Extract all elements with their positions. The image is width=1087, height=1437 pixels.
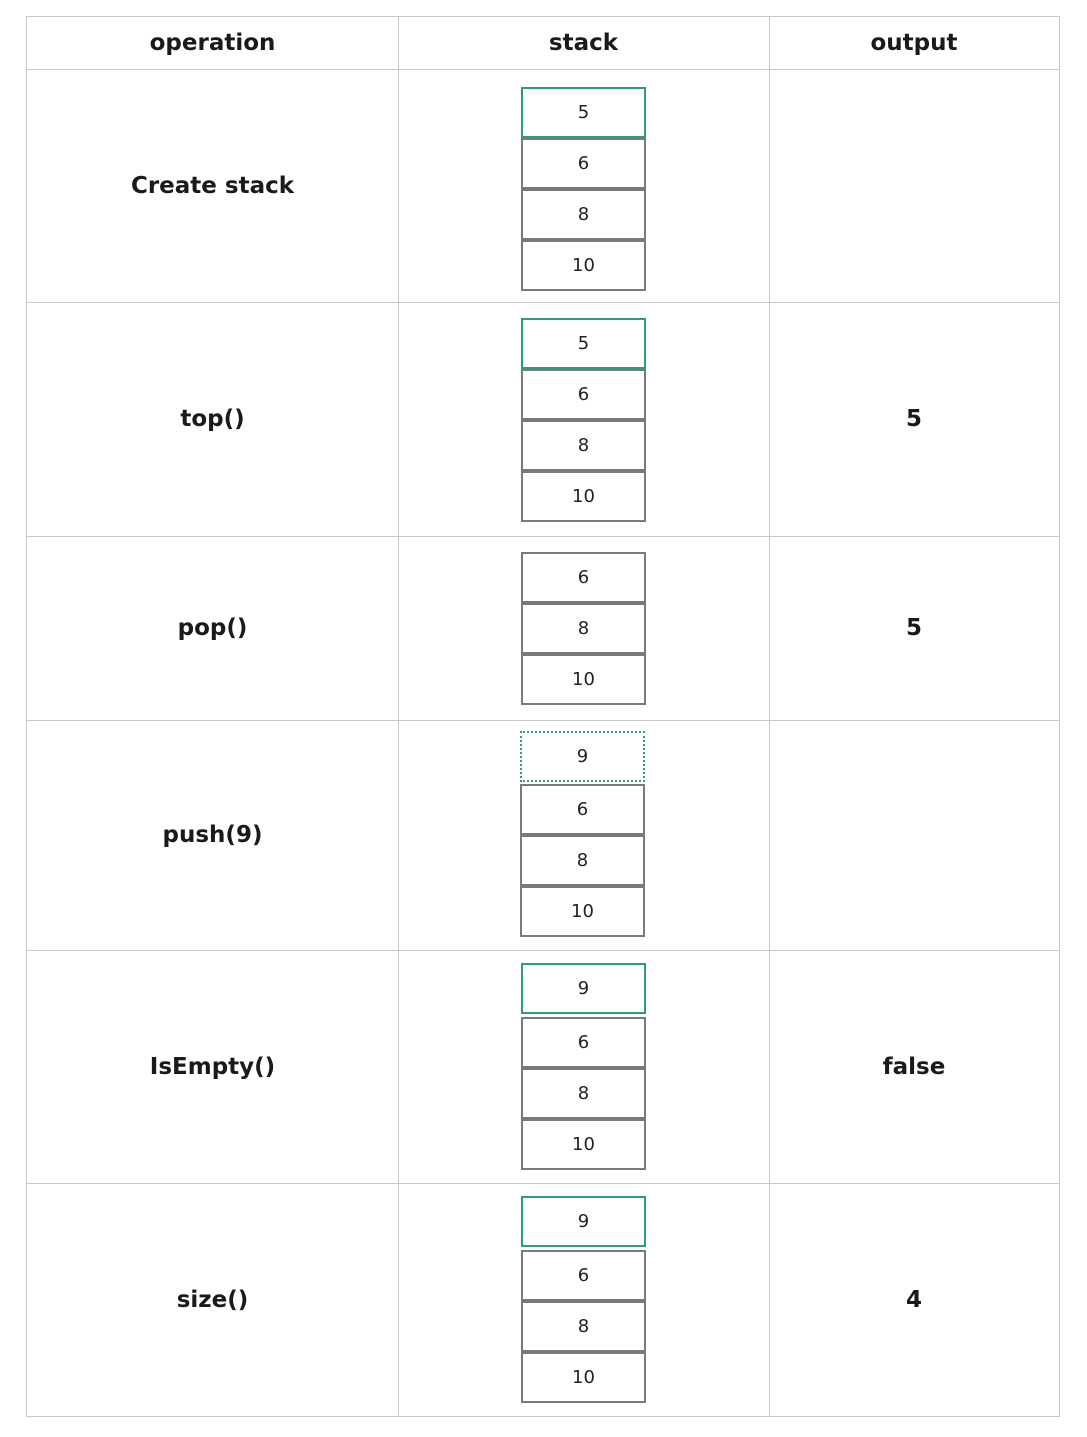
output-value: 5: [905, 406, 922, 432]
header-operation: operation: [149, 30, 276, 56]
stack-item: 10: [521, 1119, 646, 1170]
output-value: 5: [905, 615, 922, 641]
stack-item: 10: [521, 240, 646, 291]
stack-item: 10: [521, 654, 646, 705]
stack-item-top: 9: [521, 963, 646, 1014]
row-divider: [27, 536, 1059, 537]
stack-item: 8: [521, 1068, 646, 1119]
operation-label: top(): [180, 406, 245, 432]
output-value: false: [882, 1053, 946, 1080]
output-value: [769, 69, 1059, 302]
stack-item: 8: [521, 603, 646, 654]
row-divider: [27, 1183, 1059, 1184]
stack-item: 10: [520, 886, 645, 937]
operation-label: Create stack: [130, 172, 295, 199]
stack-item-top: 5: [521, 318, 646, 369]
operation-label: IsEmpty(): [149, 1053, 276, 1080]
header-divider: [27, 69, 1059, 70]
row-divider: [27, 720, 1059, 721]
column-divider: [398, 17, 399, 1416]
stack-item: 8: [521, 189, 646, 240]
column-divider: [769, 17, 770, 1416]
stack-item: 10: [521, 471, 646, 522]
stack-item: 10: [521, 1352, 646, 1403]
stack-item-top: 9: [521, 1196, 646, 1247]
stack-item: 8: [521, 420, 646, 471]
stack-item: 6: [520, 784, 645, 835]
row-divider: [27, 302, 1059, 303]
stack-operations-table: [26, 16, 1060, 1417]
stack-item-pushed: 9: [520, 731, 645, 782]
stack-item: 6: [521, 1017, 646, 1068]
output-value: 4: [905, 1286, 922, 1313]
row-divider: [27, 950, 1059, 951]
header-output: output: [870, 30, 958, 56]
operation-label: pop(): [177, 615, 248, 641]
stack-item-top: 6: [521, 552, 646, 603]
stack-item: 8: [521, 1301, 646, 1352]
stack-item: 8: [520, 835, 645, 886]
stack-item: 6: [521, 369, 646, 420]
stack-item-top: 5: [521, 87, 646, 138]
output-value: [769, 720, 1059, 950]
header-stack: stack: [548, 30, 619, 56]
operation-label: push(9): [162, 822, 263, 848]
operation-label: size(): [176, 1286, 249, 1313]
stack-item: 6: [521, 138, 646, 189]
stack-item: 6: [521, 1250, 646, 1301]
